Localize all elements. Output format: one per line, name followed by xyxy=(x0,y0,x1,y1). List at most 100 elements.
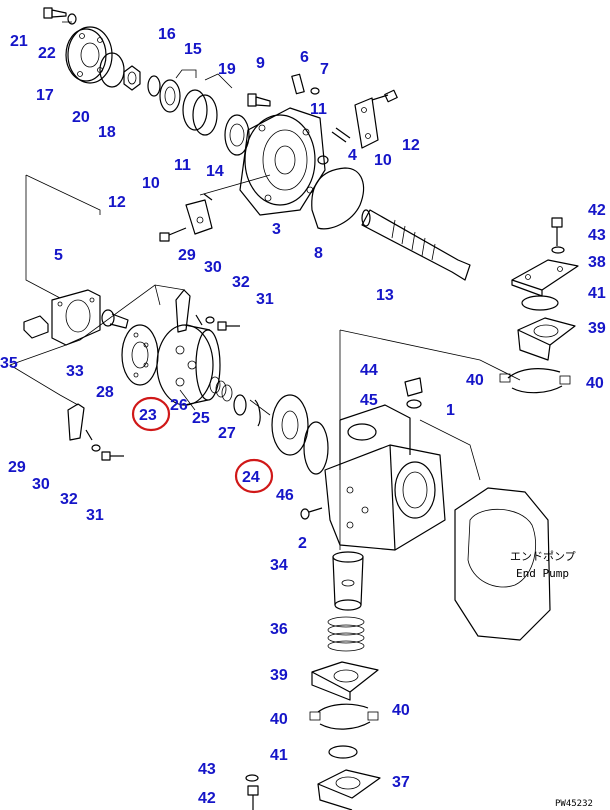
callout-38: 38 xyxy=(588,254,606,271)
callout-30-upper: 30 xyxy=(204,259,222,276)
shaft-13 xyxy=(361,209,471,281)
stopper-29-upper xyxy=(175,289,191,333)
callout-37: 37 xyxy=(392,774,410,791)
bolt-21 xyxy=(43,7,67,19)
housing-1 xyxy=(324,404,446,551)
cover-38 xyxy=(511,259,579,297)
callout-35: 35 xyxy=(0,355,18,372)
snap-ring-27 xyxy=(254,399,261,427)
highlight-circles xyxy=(131,396,274,494)
bolt-2 xyxy=(300,507,323,520)
callout-10-lower: 10 xyxy=(142,175,160,192)
callout-20: 20 xyxy=(72,109,90,126)
callout-32-upper: 32 xyxy=(232,274,250,291)
callout-27: 27 xyxy=(218,425,236,442)
callout-42-upper: 42 xyxy=(588,202,606,219)
callout-44: 44 xyxy=(360,362,378,379)
callout-13: 13 xyxy=(376,287,394,304)
end-pump-caption-jp: エンドポンプ xyxy=(510,550,576,563)
pin-30-upper xyxy=(195,314,203,326)
callout-28: 28 xyxy=(96,384,114,401)
stopper-29-lower xyxy=(67,403,85,441)
valve-plate-28 xyxy=(121,324,159,386)
callout-45: 45 xyxy=(360,392,378,409)
washer-43-upper xyxy=(551,246,565,254)
sleeve-34 xyxy=(332,551,364,611)
callout-21: 21 xyxy=(10,33,28,50)
plug-35 xyxy=(23,315,49,339)
cover-plate-17 xyxy=(65,26,113,84)
bracket-10-upper xyxy=(354,97,379,149)
o-ring-46 xyxy=(303,421,329,475)
plug-44 xyxy=(404,377,423,397)
callout-6: 6 xyxy=(300,49,309,66)
bolt-31-lower xyxy=(101,451,124,461)
end-pump-outline xyxy=(454,487,551,641)
callout-4: 4 xyxy=(348,147,357,164)
bolt-9 xyxy=(247,93,271,107)
washer-25 xyxy=(233,394,247,416)
pin-30-lower xyxy=(85,429,93,441)
callout-33: 33 xyxy=(66,363,84,380)
callout-5: 5 xyxy=(54,247,63,264)
case-3 xyxy=(239,107,326,216)
callout-42-lower: 42 xyxy=(198,790,216,807)
swash-plate-24 xyxy=(271,394,309,456)
callout-40-upper-left: 40 xyxy=(466,372,484,389)
callout-2: 2 xyxy=(298,535,307,552)
callout-15: 15 xyxy=(184,41,202,58)
callout-11-upper: 11 xyxy=(310,101,327,118)
washer-32-upper xyxy=(205,316,215,324)
callout-19: 19 xyxy=(218,61,236,78)
callout-10-upper: 10 xyxy=(374,152,392,169)
callout-14: 14 xyxy=(206,163,224,180)
o-ring-41-upper xyxy=(521,295,559,311)
callout-39-upper: 39 xyxy=(588,320,606,337)
pin-6 xyxy=(291,73,305,95)
split-flange-40-upper xyxy=(499,368,571,394)
end-pump-caption-en: End Pump xyxy=(516,567,569,580)
end-cover-5 xyxy=(51,289,101,346)
nut-18 xyxy=(123,65,141,91)
washer-22 xyxy=(67,13,77,25)
callout-40-lower-left: 40 xyxy=(270,711,288,728)
spring-36 xyxy=(327,616,365,652)
highlight-circle-23 xyxy=(131,396,171,432)
callout-17: 17 xyxy=(36,87,54,104)
bolt-12-upper xyxy=(371,89,398,103)
callout-40-lower-right: 40 xyxy=(392,702,410,719)
callout-30-lower: 30 xyxy=(32,476,50,493)
callout-29-lower: 29 xyxy=(8,459,26,476)
bearing-15 xyxy=(159,69,197,113)
washer-32-lower xyxy=(91,444,101,452)
callout-29-upper: 29 xyxy=(178,247,196,264)
callout-24: 24 xyxy=(242,469,260,486)
bolt-42-lower xyxy=(247,785,259,810)
bolt-31-upper xyxy=(217,321,240,331)
callout-11-lower: 11 xyxy=(174,157,191,174)
plug-7 xyxy=(310,87,320,95)
callout-43-lower: 43 xyxy=(198,761,216,778)
callout-18: 18 xyxy=(98,124,116,141)
callout-25: 25 xyxy=(192,410,210,427)
callout-23: 23 xyxy=(139,407,157,424)
callout-26: 26 xyxy=(170,397,188,414)
spring-26 xyxy=(209,376,233,402)
callout-22: 22 xyxy=(38,45,56,62)
o-ring-45 xyxy=(406,399,422,409)
callout-36: 36 xyxy=(270,621,288,638)
highlight-circle-24 xyxy=(234,458,274,494)
split-flange-40-lower xyxy=(309,703,379,730)
callout-9: 9 xyxy=(256,55,265,72)
bolt-12-lower xyxy=(159,227,187,242)
snap-ring-16 xyxy=(147,75,161,97)
gasket-8 xyxy=(311,167,365,230)
o-ring-41-lower xyxy=(328,745,358,759)
bolt-33 xyxy=(101,309,129,329)
flange-39-upper xyxy=(517,317,576,361)
pin-11-upper xyxy=(331,127,351,143)
callout-46: 46 xyxy=(276,487,294,504)
flange-37 xyxy=(317,769,381,810)
